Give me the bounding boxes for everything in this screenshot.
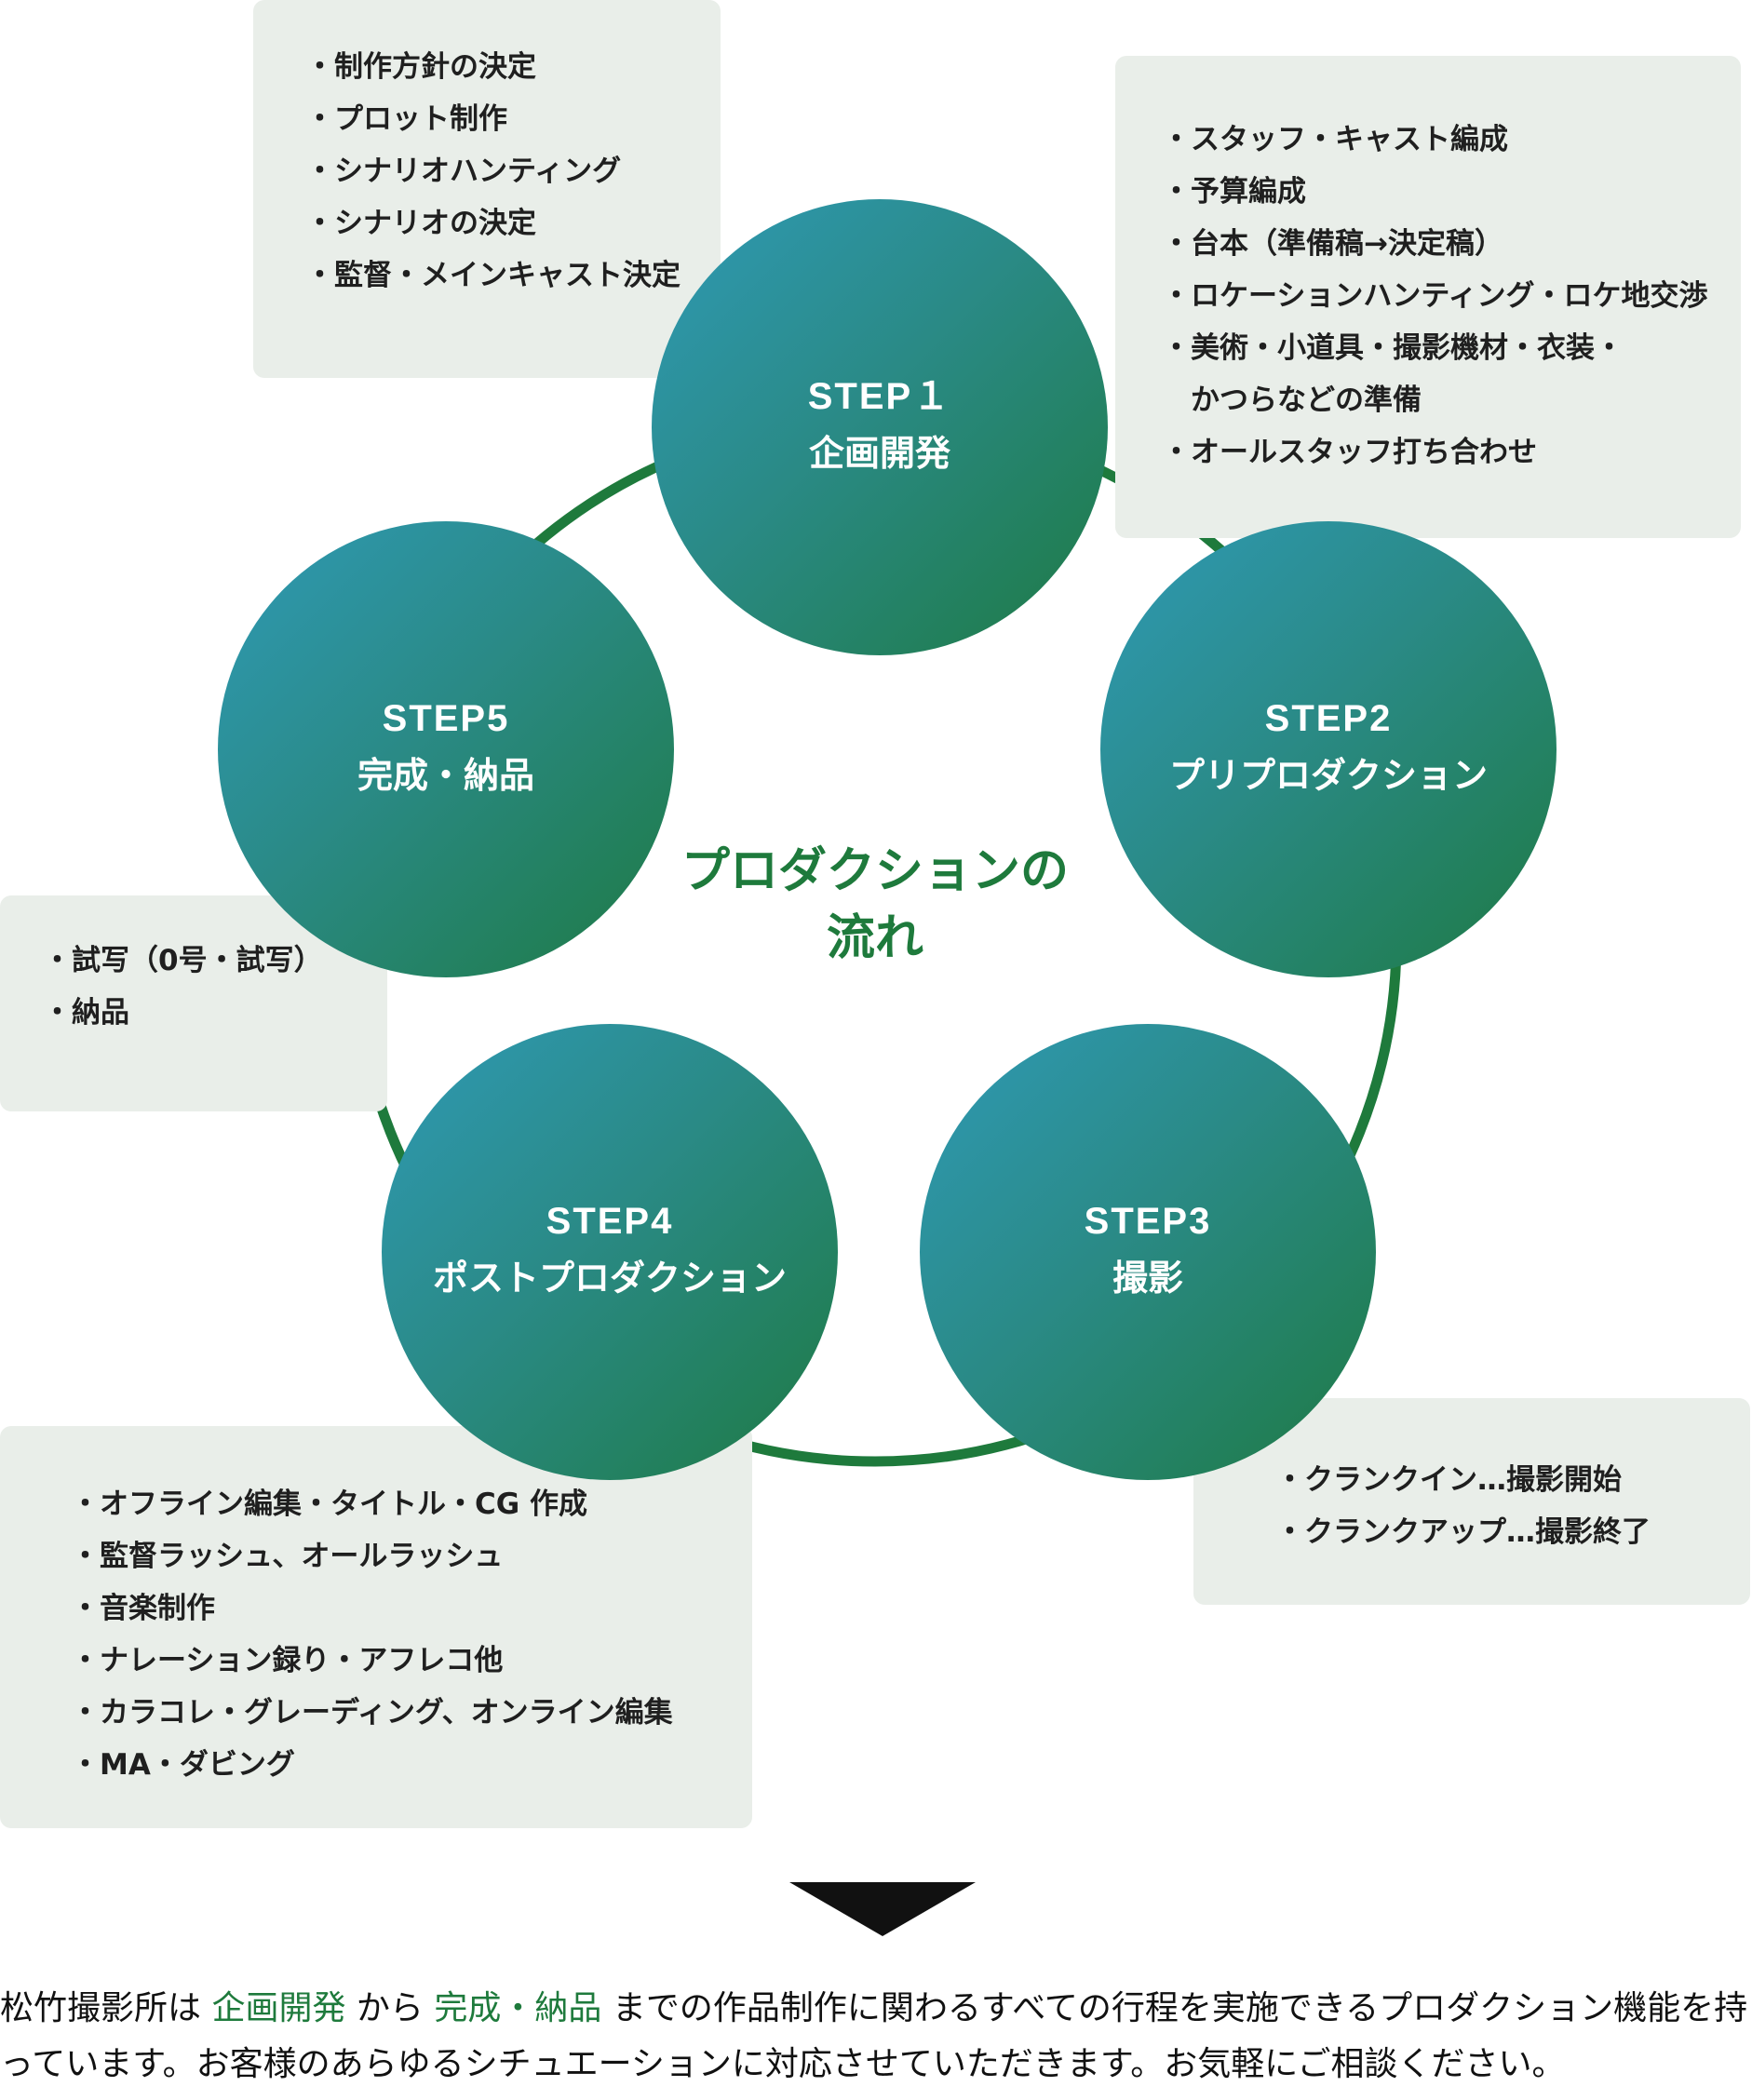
list-item: ・シナリオの決定 — [305, 207, 536, 240]
list-item: ・監督ラッシュ、オールラッシュ — [71, 1540, 504, 1573]
step5-circle: STEP5 完成・納品 — [218, 521, 674, 977]
list-item: ・オールスタッフ打ち合わせ — [1162, 436, 1537, 469]
step1-details-box: ・制作方針の決定 ・プロット制作 ・シナリオハンティング ・シナリオの決定 ・監… — [253, 0, 721, 378]
step3-circle: STEP3 撮影 — [920, 1024, 1376, 1480]
list-item-continuation: かつらなどの準備 — [1191, 384, 1422, 417]
list-item: ・クランクアップ…撮影終了 — [1275, 1515, 1651, 1549]
step3-details-box: ・クランクイン…撮影開始 ・クランクアップ…撮影終了 — [1193, 1398, 1750, 1605]
step-name: 企画開発 — [808, 433, 950, 474]
down-arrow-icon — [789, 1882, 976, 1936]
step-name: 撮影 — [1112, 1258, 1183, 1299]
list-item: ・ロケーションハンティング・ロケ地交渉 — [1162, 279, 1708, 313]
step-name: 完成・納品 — [357, 755, 534, 796]
description-paragraph: 松竹撮影所は 企画開発 から 完成・納品 までの作品制作に関わるすべての行程を実… — [0, 1981, 1752, 2093]
list-item: ・スタッフ・キャスト編成 — [1162, 123, 1508, 156]
list-item: ・シナリオハンティング — [305, 155, 622, 188]
list-item: ・プロット制作 — [305, 102, 507, 136]
step-name: プリプロダクション — [1168, 755, 1488, 796]
step2-circle: STEP2 プリプロダクション — [1100, 521, 1557, 977]
step-number: STEP5 — [382, 698, 510, 739]
step-number: STEP2 — [1264, 698, 1393, 739]
list-item: ・納品 — [43, 996, 129, 1030]
step4-details-box: ・オフライン編集・タイトル・CG 作成 ・監督ラッシュ、オールラッシュ ・音楽制… — [0, 1426, 752, 1828]
step-number: STEP１ — [807, 376, 952, 417]
list-item: ・美術・小道具・撮影機材・衣装・ — [1162, 331, 1624, 365]
step-name: ポストプロダクション — [432, 1258, 787, 1299]
list-item: かつらなどの準備 — [1162, 374, 1741, 426]
description-text: から — [345, 1989, 435, 2027]
list-item: ・クランクイン…撮影開始 — [1275, 1463, 1622, 1497]
list-item: ・MA・ダビング — [71, 1748, 295, 1782]
highlight-planning: 企画開発 — [211, 1989, 346, 2027]
flow-title-line1: プロダクションの — [681, 843, 1069, 899]
list-item: ・予算編成 — [1162, 175, 1306, 209]
list-item: ・試写（0号・試写） — [43, 944, 323, 977]
list-item: ・監督・メインキャスト決定 — [305, 259, 681, 292]
step2-details-box: ・スタッフ・キャスト編成 ・予算編成 ・台本（準備稿→決定稿） ・ロケーションハ… — [1115, 56, 1741, 538]
list-item: ・制作方針の決定 — [305, 50, 536, 84]
highlight-completion: 完成・納品 — [434, 1989, 602, 2027]
description-text: までの作品制作に関わるすべての行程を実施できるプロダクション機能を持っています。… — [0, 1989, 1748, 2083]
step-number: STEP3 — [1084, 1201, 1212, 1242]
list-item: ・カラコレ・グレーディング、オンライン編集 — [71, 1696, 673, 1730]
step4-circle: STEP4 ポストプロダクション — [382, 1024, 838, 1480]
step1-circle: STEP１ 企画開発 — [652, 199, 1108, 655]
list-item: ・ナレーション録り・アフレコ他 — [71, 1644, 504, 1677]
flow-title: プロダクションの 流れ — [633, 838, 1117, 972]
list-item: ・台本（準備稿→決定稿） — [1162, 227, 1503, 261]
flow-title-line2: 流れ — [826, 910, 923, 966]
step-number: STEP4 — [546, 1201, 674, 1242]
description-text: 松竹撮影所は — [0, 1989, 212, 2027]
list-item: ・音楽制作 — [71, 1592, 215, 1625]
list-item: ・オフライン編集・タイトル・CG 作成 — [71, 1488, 587, 1521]
